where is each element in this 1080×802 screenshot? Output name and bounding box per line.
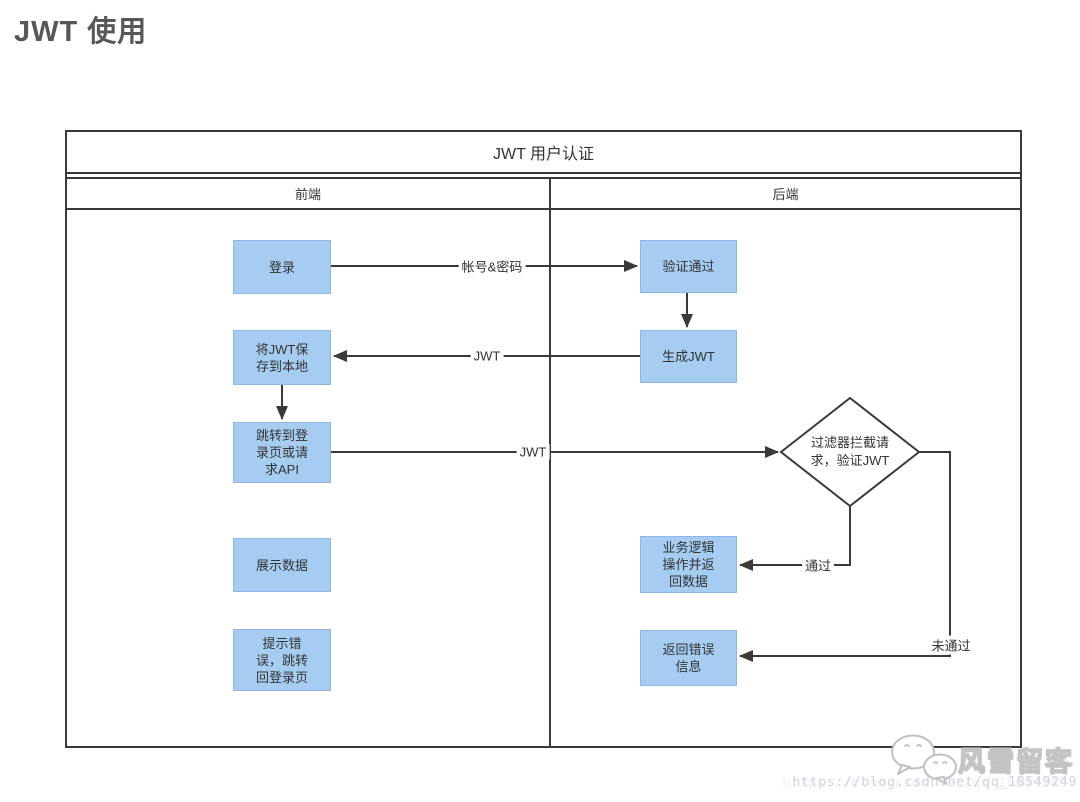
edge-label-jwt-to-client: JWT [470,348,504,364]
watermark-url: https://blog.csdn.net/qq_18549249 [792,774,1077,790]
edge-label-fail: 未通过 [928,635,974,655]
lane-header-backend: 后端 [772,187,799,202]
lane-header-frontend: 前端 [67,179,551,208]
node-biz-logic: 业务逻辑 操作并返 回数据 [640,536,737,593]
wechat-icon [891,734,957,785]
node-save-jwt: 将JWT保 存到本地 [233,330,331,385]
page-title: JWT 使用 [14,16,148,48]
diagram-title: JWT 用户认证 [67,132,1020,174]
lane-headers: 前端 后端 [67,179,1020,210]
decision-filter-shape [779,396,921,508]
watermark-name: 风雪留客 [957,746,1074,777]
node-gen-jwt: 生成JWT [640,330,737,383]
node-show-data: 展示数据 [233,538,331,592]
edge-label-account-password: 帐号&密码 [458,256,526,276]
lane-frontend [67,210,551,746]
edge-filter-error [739,451,951,662]
node-verify: 验证通过 [640,240,737,293]
edge-label-pass: 通过 [801,555,835,575]
watermark: 风雪留客 [880,728,1080,785]
node-redirect: 跳转到登 录页或请 求API [233,422,331,483]
pool-title-divider [67,174,1020,179]
node-return-error: 返回错误 信息 [640,630,737,686]
edge-label-jwt-to-server: JWT [516,444,550,460]
node-login: 登录 [233,240,331,294]
node-show-error: 提示错 误，跳转 回登录页 [233,629,331,691]
decision-filter-label: 过滤器拦截请 求，验证JWT [810,435,890,468]
edge-filter-biz [739,506,851,571]
lanes-body [67,210,1020,746]
